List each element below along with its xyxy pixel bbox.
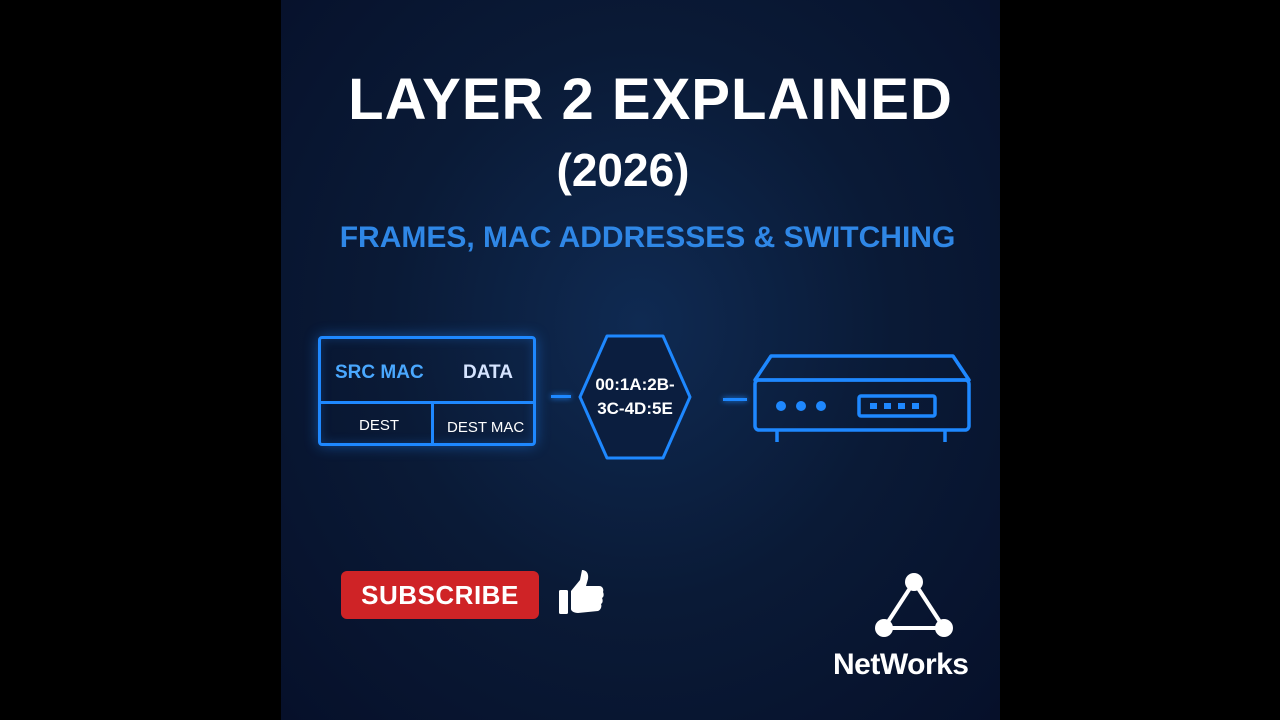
connector-line-right: [723, 398, 747, 401]
thumbnail-panel: LAYER 2 EXPLAINED (2026) FRAMES, MAC ADD…: [281, 0, 1000, 720]
thumbs-up-icon: [559, 570, 604, 614]
frame-dest-label: DEST: [359, 417, 400, 434]
brand-name: NetWorks: [833, 648, 969, 681]
video-subtitle: FRAMES, MAC ADDRESSES & SWITCHING: [339, 221, 956, 254]
frame-data-label: DATA: [463, 362, 513, 383]
network-triangle-icon: [875, 573, 953, 637]
connector-line-left: [551, 395, 571, 398]
ethernet-frame-diagram: SRC MAC DATA DEST DEST MAC: [318, 336, 536, 446]
network-switch-icon: [753, 354, 971, 442]
video-year: (2026): [556, 144, 690, 196]
frame-dest-mac-label: DEST MAC: [447, 419, 525, 436]
video-title: LAYER 2 EXPLAINED: [348, 67, 953, 132]
frame-dest-cell: [321, 401, 434, 446]
frame-src-mac-label: SRC MAC: [335, 362, 424, 383]
mac-address-hexagon: [578, 334, 692, 460]
mac-address-text: 00:1A:2B- 3C-4D:5E: [577, 373, 693, 421]
subscribe-button[interactable]: SUBSCRIBE: [341, 571, 539, 619]
mac-address-line1: 00:1A:2B-: [595, 375, 675, 394]
frame-header-row: [321, 339, 533, 404]
mac-address-line2: 3C-4D:5E: [597, 399, 673, 418]
